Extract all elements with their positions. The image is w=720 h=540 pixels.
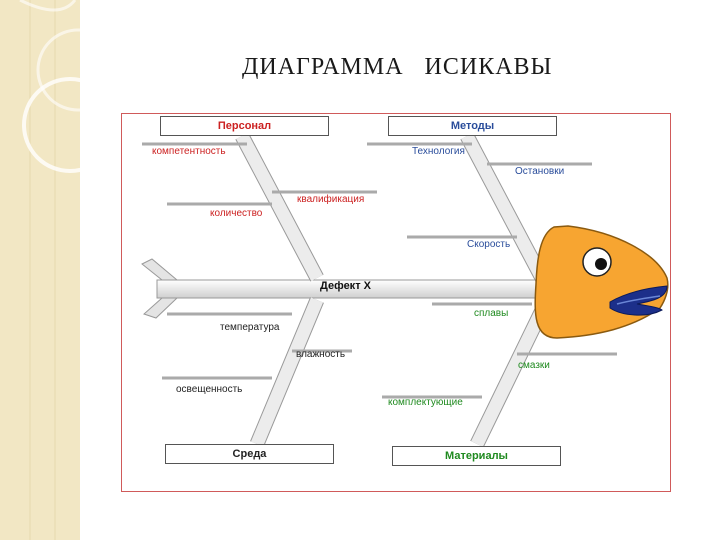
cause-label: компетентность <box>152 146 226 157</box>
page-title: ДИАГРАММА ИСИКАВЫ <box>242 54 553 80</box>
fishbone-diagram <box>141 132 669 448</box>
cause-label: комплектующие <box>388 397 463 408</box>
category-personnel: Персонал <box>160 116 329 136</box>
cause-label: Скорость <box>467 239 511 250</box>
cause-label: смазки <box>518 360 550 371</box>
category-methods: Методы <box>388 116 557 136</box>
cause-label: температура <box>220 322 280 333</box>
cause-label: влажность <box>296 349 346 360</box>
decorative-side-strip <box>0 0 80 540</box>
category-materials: Материалы <box>392 446 561 466</box>
fish-head <box>534 225 669 339</box>
cause-label: освещенность <box>176 384 243 395</box>
cause-label: Технология <box>412 146 465 157</box>
effect-label: Дефект X <box>320 280 371 292</box>
main-bones <box>235 132 554 448</box>
cause-label: квалификация <box>297 194 365 205</box>
side-bones <box>142 142 617 399</box>
cause-label: сплавы <box>474 308 509 319</box>
diagram-frame: Персонал Методы Среда Материалы Дефект X… <box>121 113 671 492</box>
category-environment: Среда <box>165 444 334 464</box>
cause-label: Остановки <box>515 166 565 177</box>
cause-label: количество <box>210 208 263 219</box>
